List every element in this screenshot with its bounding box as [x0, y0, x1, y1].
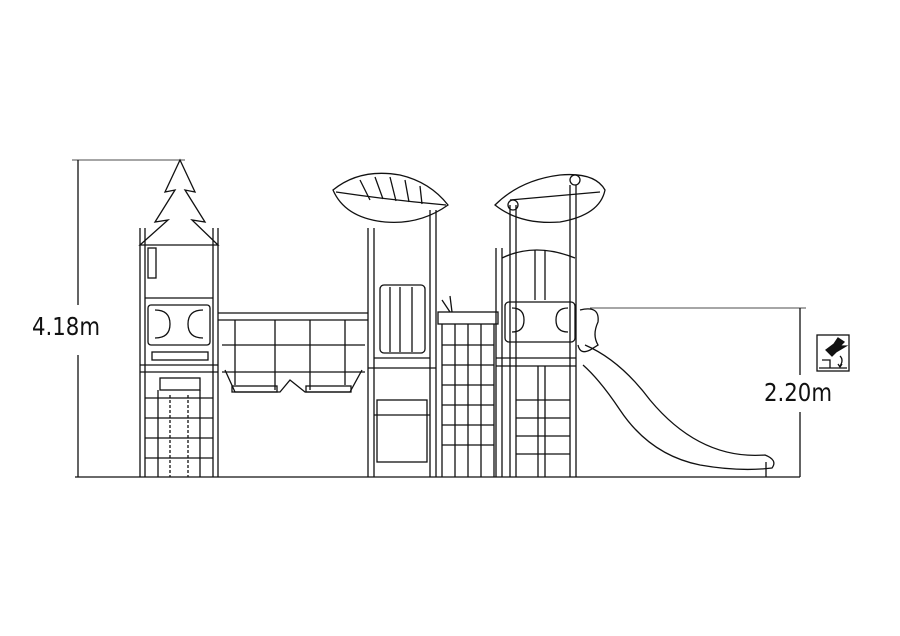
rope-bridge: [218, 312, 368, 393]
total-height-label: 4.18m: [32, 312, 101, 341]
fall-height-dimension: [590, 307, 806, 477]
net-climber: [437, 295, 499, 477]
middle-tower: [332, 172, 449, 477]
fall-height-icon: [816, 334, 850, 372]
total-height-dimension: [72, 159, 185, 477]
right-tower: [494, 173, 606, 477]
slide: [577, 308, 775, 477]
fall-height-label: 2.20m: [764, 378, 833, 407]
left-tower: [138, 158, 220, 477]
